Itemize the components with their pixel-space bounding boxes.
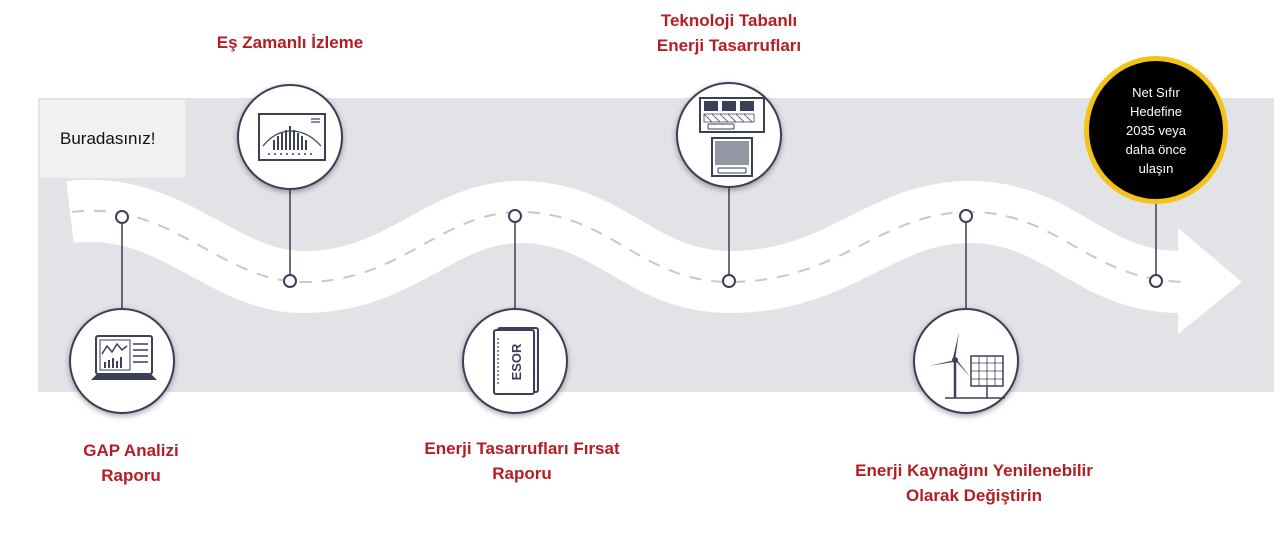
esor-report-node: ESOR [462,308,568,414]
goal-line-2: Hedefine [1129,103,1183,119]
monitoring-node [237,84,343,190]
net-zero-goal-circle: Net Sıfır Hedefine 2035 veya daha önce u… [1084,56,1228,204]
esor-icon-text: ESOR [509,343,524,380]
hvac-unit-icon [699,97,765,177]
you-are-here-label: Buradasınız! [60,129,156,148]
esor-book-icon: ESOR [493,327,539,395]
gap-analysis-node [69,308,175,414]
path-dot [283,274,297,288]
goal-line-5: ulaşın [1138,160,1174,176]
goal-line-1: Net Sıfır [1132,84,1180,100]
renewable-node [913,308,1019,414]
path-dot [508,209,522,223]
path-dot [115,210,129,224]
path-dot [722,274,736,288]
goal-line-3: 2035 veya [1125,122,1186,138]
path-dot [959,209,973,223]
monitoring-label: Eş Zamanlı İzleme [216,33,364,52]
goal-line-4: daha önce [1125,141,1187,157]
wind-solar-icon [929,332,1005,399]
you-are-here-box: Buradasınız! [40,100,185,178]
computer-report-icon [91,335,157,380]
dashboard-chart-icon [258,113,326,161]
technology-node [676,82,782,188]
path-dot [1149,274,1163,288]
